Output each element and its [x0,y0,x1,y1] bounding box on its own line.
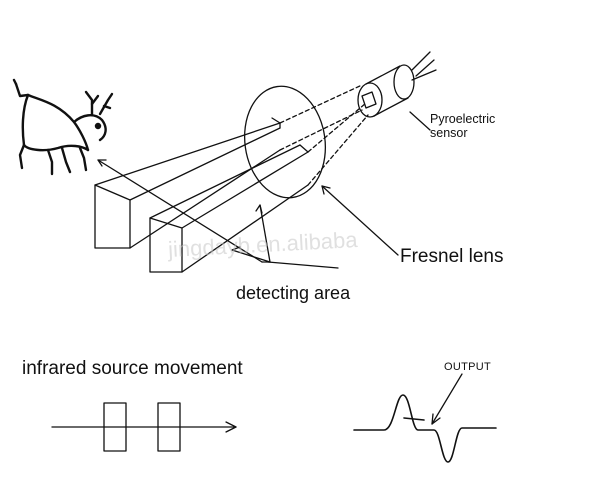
zone-box-right [157,402,181,452]
movement-diagram [51,402,237,452]
sensor-leader-line [409,111,431,131]
fresnel-lens [243,85,327,199]
output-label: OUTPUT [444,361,492,373]
output-arrow [431,373,463,425]
detecting-area-label: detecting area [236,283,351,303]
fresnel-arrow [321,185,399,256]
zone-box-left [103,402,127,452]
output-waveform [353,394,497,463]
sensor-label-line1: Pyroelectric [430,112,496,126]
deer-icon [12,78,114,176]
sensor-label-line2: sensor [430,126,468,140]
detecting-arrows [97,159,339,269]
detecting-beams [94,84,369,273]
pyroelectric-sensor-icon [357,51,437,118]
movement-label: infrared source movement [22,358,243,379]
fresnel-lens-label: Fresnel lens [400,246,504,267]
pyroelectric-sensor-label: Pyroelectric sensor [430,112,495,140]
